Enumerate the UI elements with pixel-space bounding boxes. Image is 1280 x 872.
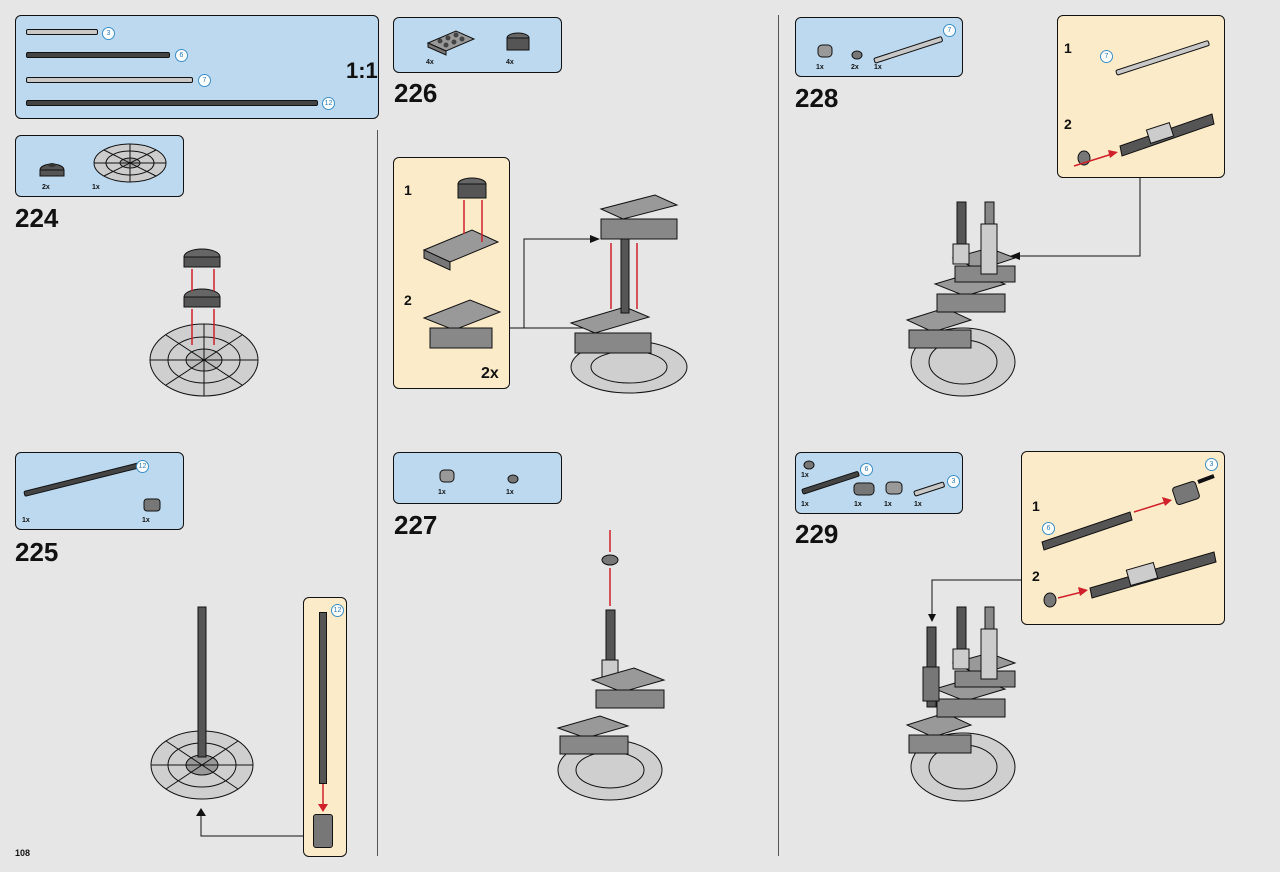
ruler-length-badge: 7 bbox=[198, 74, 211, 87]
connector-part-icon bbox=[817, 44, 833, 58]
substep-1-illustration bbox=[1041, 474, 1215, 551]
ruler-rod-7 bbox=[26, 77, 193, 83]
axle-7-icon bbox=[1115, 39, 1211, 76]
connector-part-icon bbox=[885, 481, 903, 495]
part-length-badge: 6 bbox=[860, 463, 873, 476]
axle-3-part-icon bbox=[913, 481, 946, 497]
subassembly-panel-225: 12 bbox=[303, 597, 347, 857]
part-qty: 1x bbox=[816, 64, 824, 71]
ruler-rod-12 bbox=[26, 100, 318, 106]
part-qty: 1x bbox=[142, 517, 150, 524]
callout-arrow-228 bbox=[1010, 178, 1141, 260]
ruler-rod-3 bbox=[26, 29, 98, 35]
callout-arrow-225 bbox=[196, 808, 303, 837]
step-number-227: 227 bbox=[394, 510, 438, 540]
column-divider-right bbox=[778, 15, 779, 856]
subassembly-panel-229: 3 1 6 2 bbox=[1021, 451, 1225, 625]
part-qty: 2x bbox=[851, 64, 859, 71]
assembly-arrow bbox=[318, 784, 328, 812]
part-qty: 1x bbox=[884, 501, 892, 508]
part-qty: 1x bbox=[506, 489, 514, 496]
ruler-length-badge: 3 bbox=[102, 27, 115, 40]
part-qty: 1x bbox=[801, 472, 809, 479]
sub-length-badge: 12 bbox=[331, 604, 344, 617]
sub-length-badge: 7 bbox=[1100, 50, 1113, 63]
part-qty: 1x bbox=[22, 517, 30, 524]
parts-panel-228: 1x 2x 7 1x bbox=[795, 17, 963, 77]
callout-arrow-229 bbox=[928, 579, 1022, 622]
step-229-illustration bbox=[905, 606, 1017, 802]
plate-2x4-part-icon bbox=[426, 30, 476, 56]
radar-dish-part-icon bbox=[93, 143, 167, 183]
bush-part-icon bbox=[851, 50, 863, 60]
substep-number: 1 bbox=[1032, 498, 1040, 514]
round-brick-part-icon bbox=[39, 163, 65, 177]
step-number-229: 229 bbox=[795, 519, 839, 549]
axle-7-part-icon bbox=[873, 35, 944, 64]
part-length-badge: 3 bbox=[947, 475, 960, 488]
bush-part-icon bbox=[803, 460, 815, 470]
bush-part-icon bbox=[507, 474, 519, 484]
column-divider-left bbox=[377, 130, 378, 856]
subassembly-panel-228: 1 7 2 bbox=[1057, 15, 1225, 178]
step-226-illustration bbox=[569, 194, 688, 394]
sub-length-badge: 6 bbox=[1042, 522, 1055, 535]
ruler-length-badge: 12 bbox=[322, 97, 335, 110]
substep-number: 1 bbox=[1064, 40, 1072, 56]
parts-panel-229: 1x 6 1x 1x 1x 3 1x bbox=[795, 452, 963, 514]
substep-number: 2 bbox=[404, 292, 412, 308]
substep-number: 2 bbox=[1064, 116, 1072, 132]
multiplier-label: 2x bbox=[481, 365, 499, 382]
ruler-length-badge: 6 bbox=[175, 49, 188, 62]
parts-panel-224: 2x 1x bbox=[15, 135, 184, 197]
axle-12-icon bbox=[319, 612, 327, 784]
part-length-badge: 7 bbox=[943, 24, 956, 37]
sub-length-badge: 3 bbox=[1205, 458, 1218, 471]
round-brick-part-icon bbox=[506, 32, 530, 51]
subassembly-panel-226: 1 2 2x bbox=[393, 157, 510, 389]
parts-panel-225: 12 1x 1x bbox=[15, 452, 184, 530]
part-qty: 1x bbox=[92, 184, 100, 191]
part-qty: 1x bbox=[854, 501, 862, 508]
ruler-panel: 3 6 7 12 1:1 bbox=[15, 15, 379, 119]
connector-part-icon bbox=[439, 469, 455, 483]
part-qty: 4x bbox=[426, 59, 434, 66]
ruler-rod-6 bbox=[26, 52, 170, 58]
substep-2-illustration bbox=[1073, 113, 1215, 167]
part-qty: 1x bbox=[914, 501, 922, 508]
part-qty: 1x bbox=[438, 489, 446, 496]
part-qty: 2x bbox=[42, 184, 50, 191]
part-qty: 1x bbox=[801, 501, 809, 508]
bush-part-icon bbox=[143, 498, 161, 512]
scale-label: 1:1 bbox=[346, 58, 378, 83]
step-224-illustration bbox=[149, 248, 259, 397]
step-number-225: 225 bbox=[15, 537, 59, 567]
step-number-226: 226 bbox=[394, 78, 438, 108]
substep-2-illustration bbox=[422, 299, 502, 349]
step-number-224: 224 bbox=[15, 203, 59, 233]
part-qty: 1x bbox=[874, 64, 882, 71]
parts-panel-227: 1x 1x bbox=[393, 452, 562, 504]
bush-icon bbox=[313, 814, 333, 848]
substep-2-illustration bbox=[1043, 551, 1217, 608]
substep-number: 1 bbox=[404, 182, 412, 198]
step-228-illustration bbox=[905, 201, 1017, 397]
parts-panel-226: 4x 4x bbox=[393, 17, 562, 73]
page-number: 108 bbox=[15, 848, 31, 858]
step-number-228: 228 bbox=[795, 83, 839, 113]
substep-1-illustration bbox=[422, 177, 500, 271]
axle-12-part-icon bbox=[23, 462, 142, 497]
part-qty: 4x bbox=[506, 59, 514, 66]
step-225-illustration bbox=[150, 606, 254, 800]
part-length-badge: 12 bbox=[136, 460, 149, 473]
connector-part-icon bbox=[853, 482, 875, 496]
step-227-illustration bbox=[556, 530, 666, 801]
substep-number: 2 bbox=[1032, 568, 1040, 584]
